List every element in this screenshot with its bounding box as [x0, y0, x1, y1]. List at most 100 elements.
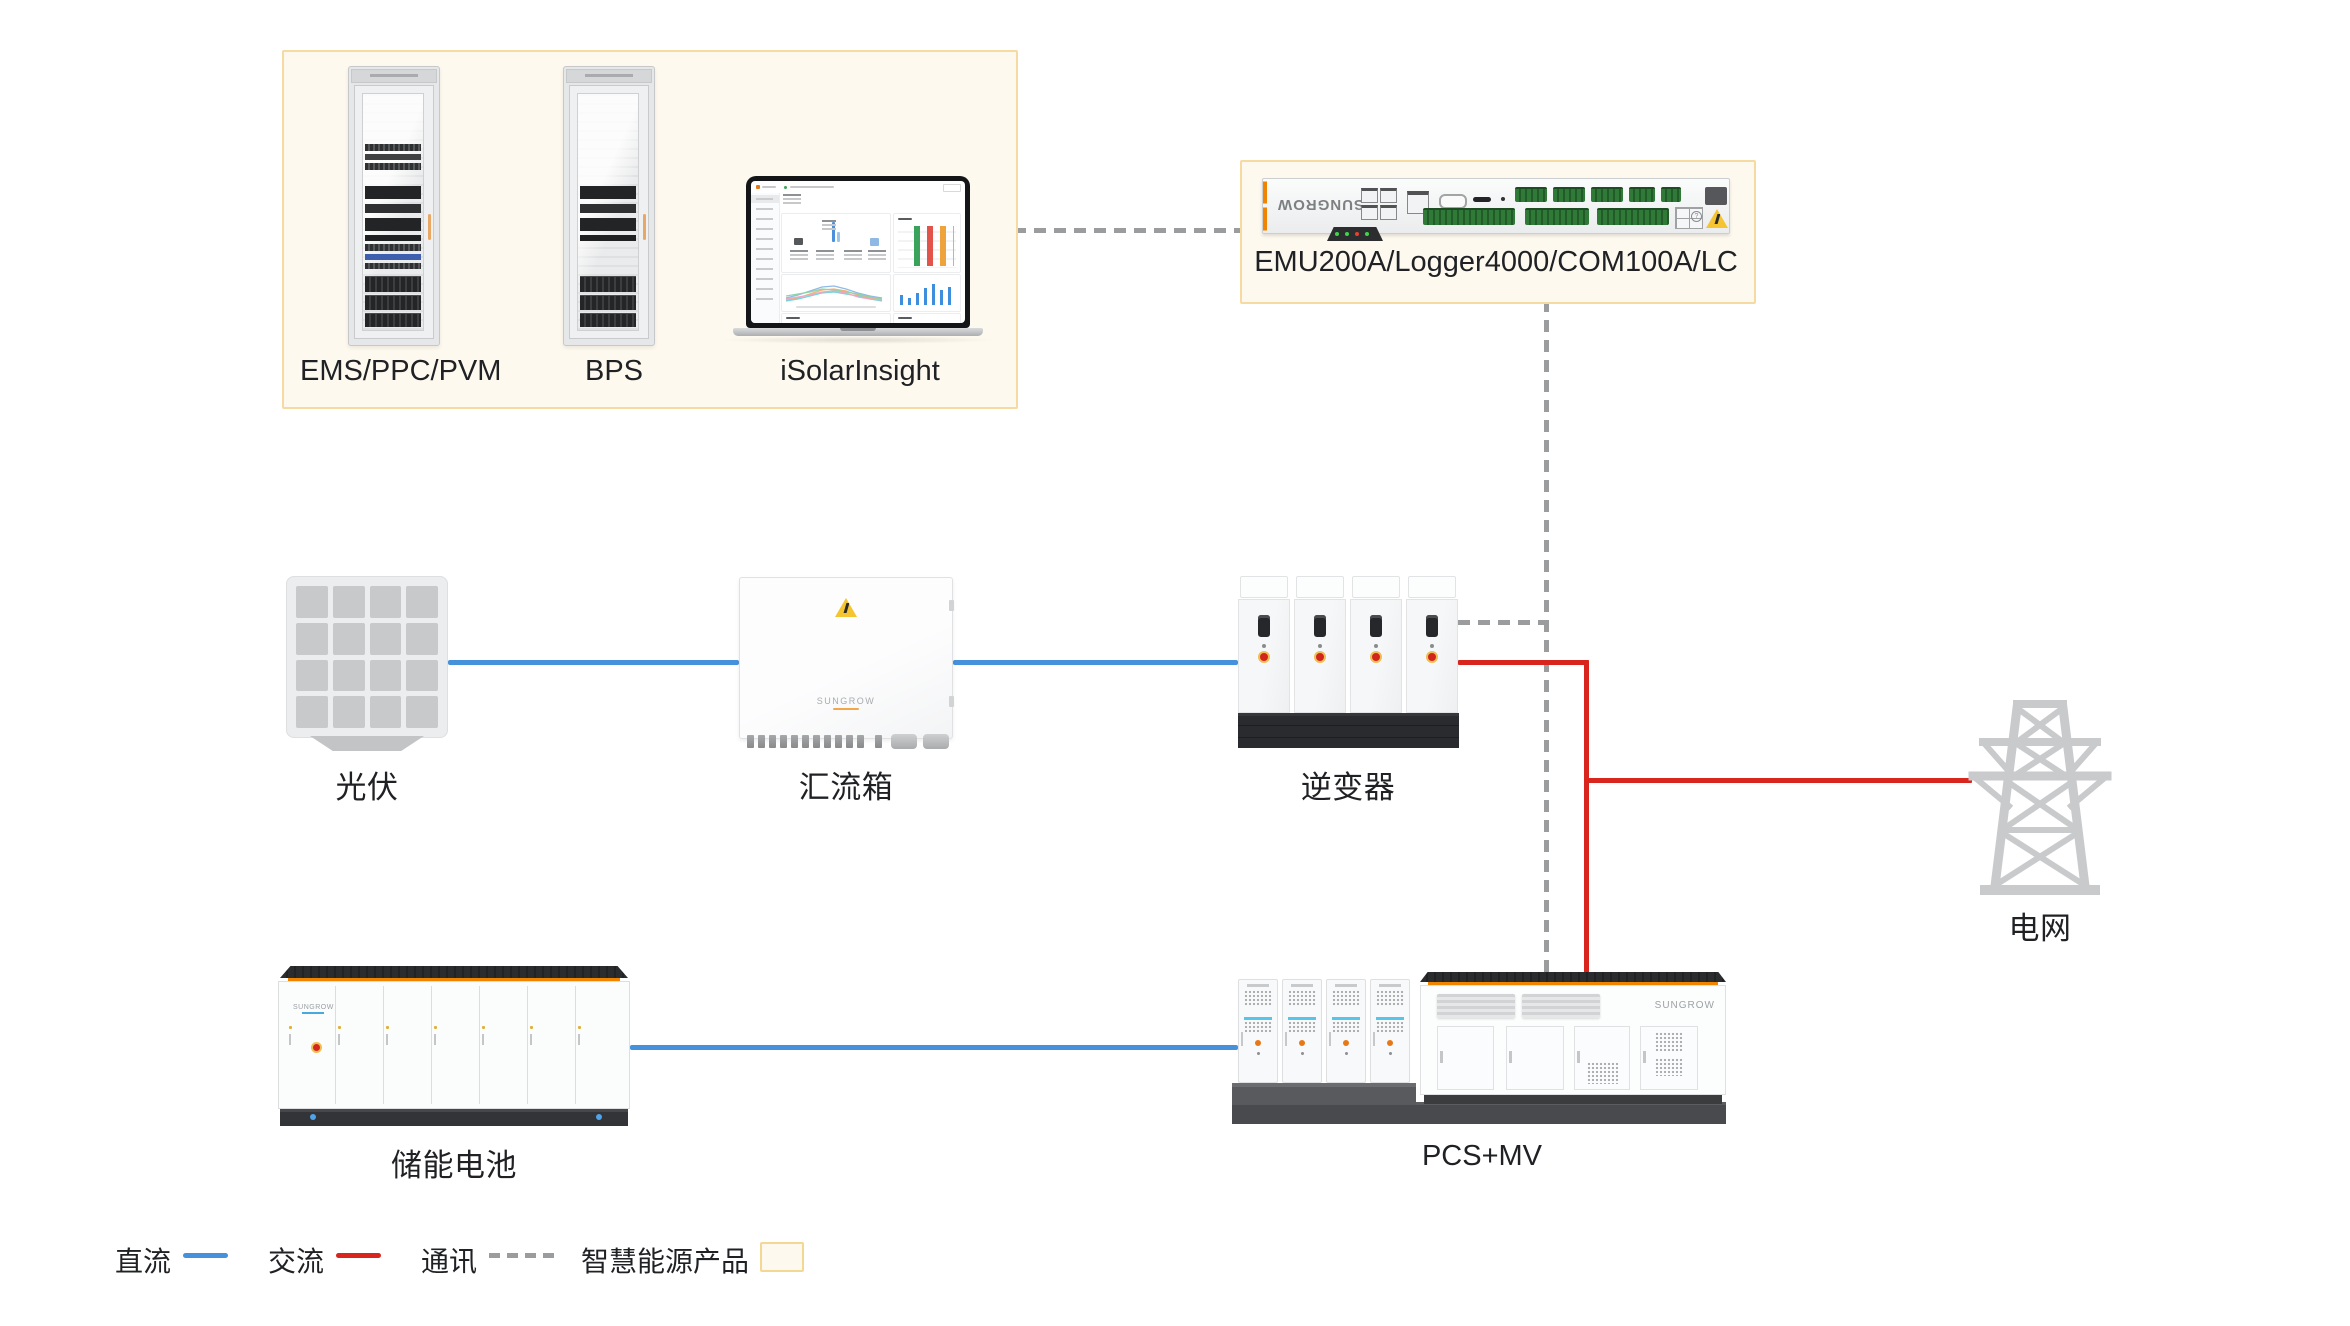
- rack-unit: [365, 186, 421, 199]
- battery-skid: [280, 1109, 628, 1126]
- pcs-cabinet: [1238, 979, 1278, 1083]
- dc-line-combiner-to-inverter: [953, 660, 1238, 665]
- pcs-mv-skid: [1232, 1102, 1726, 1124]
- gateway-led-panel: [1327, 227, 1383, 241]
- rack-unit: [580, 204, 636, 213]
- sidebar-menu-items: [756, 198, 773, 302]
- rack-handle: [643, 214, 646, 240]
- legend-swatch-comm: [489, 1253, 554, 1258]
- battery-door: [383, 986, 432, 1104]
- pv-stand: [310, 736, 424, 751]
- combiner-body: SUNGROW: [739, 577, 954, 739]
- dashboard-logo-icon: [756, 185, 760, 189]
- battery-stop-button: [313, 1044, 320, 1051]
- terminal-block-long: [1525, 208, 1589, 225]
- battery-brand: SUNGROW: [293, 1004, 333, 1014]
- rack-unit: [365, 254, 421, 260]
- pv-flow-icon: [794, 238, 803, 245]
- isolarinsight-laptop: [719, 170, 997, 346]
- mv-brand: SUNGROW: [1654, 1000, 1715, 1011]
- combiner-brand: SUNGROW: [740, 696, 952, 710]
- laptop-base: [733, 328, 983, 336]
- rack-vent: [580, 295, 636, 310]
- combiner-hinge: [949, 696, 954, 707]
- sungrow-logo: SUNGROW: [1277, 196, 1364, 213]
- label-inverter: 逆变器: [1300, 770, 1396, 805]
- mv-body: SUNGROW: [1420, 985, 1726, 1095]
- header-text: [790, 186, 834, 188]
- dashboard-logo-text: [762, 186, 776, 188]
- terminal-block: [1629, 187, 1655, 202]
- mv-door: [1574, 1026, 1630, 1090]
- rack-unit: [365, 235, 421, 241]
- battery-door: [431, 986, 480, 1104]
- status-table-panel: [893, 213, 961, 273]
- combiner-box-device: SUNGROW: [739, 577, 954, 757]
- terminal-block-long: [1597, 208, 1669, 225]
- rack-vent: [365, 313, 421, 327]
- mv-door: [1437, 1026, 1494, 1090]
- rack-unit: [365, 163, 421, 170]
- inverter-cabinet: [1350, 576, 1402, 713]
- label-pcs-mv: PCS+MV: [1421, 1140, 1543, 1172]
- load-flow-icon: [870, 238, 879, 246]
- legend-label-dc: 直流: [115, 1246, 172, 1277]
- rack-unit: [365, 144, 421, 151]
- battery-door: [335, 986, 384, 1104]
- usb-port: [1439, 194, 1467, 209]
- legend-label-ac: 交流: [268, 1246, 325, 1277]
- warning-triangle-icon: [1706, 209, 1728, 228]
- kpi-row: [783, 194, 961, 210]
- terminal-block: [1515, 187, 1547, 202]
- inverter-device: [1238, 576, 1459, 748]
- rack-door: [354, 85, 434, 339]
- label-bps: BPS: [584, 355, 644, 387]
- rack-unit: [365, 244, 421, 251]
- laptop-shadow: [719, 336, 997, 344]
- rack-handle: [428, 214, 431, 240]
- terminal-block: [1553, 187, 1585, 202]
- pcs-platform: [1232, 1083, 1416, 1105]
- mv-base: [1424, 1095, 1722, 1104]
- mv-station-container: SUNGROW: [1420, 972, 1726, 1104]
- label-battery: 储能电池: [391, 1148, 517, 1183]
- bps-rack-cabinet: [563, 66, 655, 346]
- label-grid: 电网: [2008, 911, 2072, 946]
- rack-unit: [580, 218, 636, 231]
- warning-triangle-icon: [835, 598, 857, 617]
- status-dot: [784, 186, 787, 189]
- flow-bar: [832, 222, 835, 242]
- energy-flow-panel: [781, 213, 891, 273]
- rack-unit: [365, 204, 421, 213]
- ac-line-inverter-out: [1458, 660, 1589, 665]
- combiner-hinge: [949, 600, 954, 611]
- rack-interior: [362, 93, 424, 331]
- help-mark-icon: ?: [1691, 211, 1702, 222]
- label-pv: 光伏: [335, 770, 399, 805]
- ac-line-vertical-bus: [1584, 660, 1589, 975]
- battery-body: SUNGROW: [278, 981, 630, 1109]
- rack-vent: [365, 276, 421, 292]
- ems-rack-cabinet: [348, 66, 440, 346]
- line-chart-panel: [781, 274, 891, 312]
- rack-unit: [365, 218, 421, 231]
- mv-orange-trim: [1428, 982, 1718, 985]
- rack-header: [351, 69, 437, 83]
- rack-unit: [365, 154, 421, 160]
- laptop-notch: [843, 176, 873, 181]
- mv-louver-panel: [1437, 994, 1515, 1018]
- rack-header: [566, 69, 652, 83]
- mv-roof: [1420, 972, 1726, 982]
- dashboard-sidebar: [751, 193, 780, 323]
- table-values: [914, 226, 954, 266]
- dc-line-pv-to-combiner: [448, 660, 739, 665]
- battery-door: [479, 986, 528, 1104]
- mv-door: [1506, 1026, 1564, 1090]
- rack-vent: [580, 276, 636, 292]
- mv-door: [1640, 1026, 1698, 1090]
- label-ems-ppc-pvm: EMS/PPC/PVM: [300, 355, 502, 387]
- legend-label-comm: 通讯: [421, 1246, 478, 1277]
- comm-line-monitoring-to-gateway: [1014, 228, 1240, 233]
- label-isolarinsight: iSolarInsight: [780, 355, 940, 387]
